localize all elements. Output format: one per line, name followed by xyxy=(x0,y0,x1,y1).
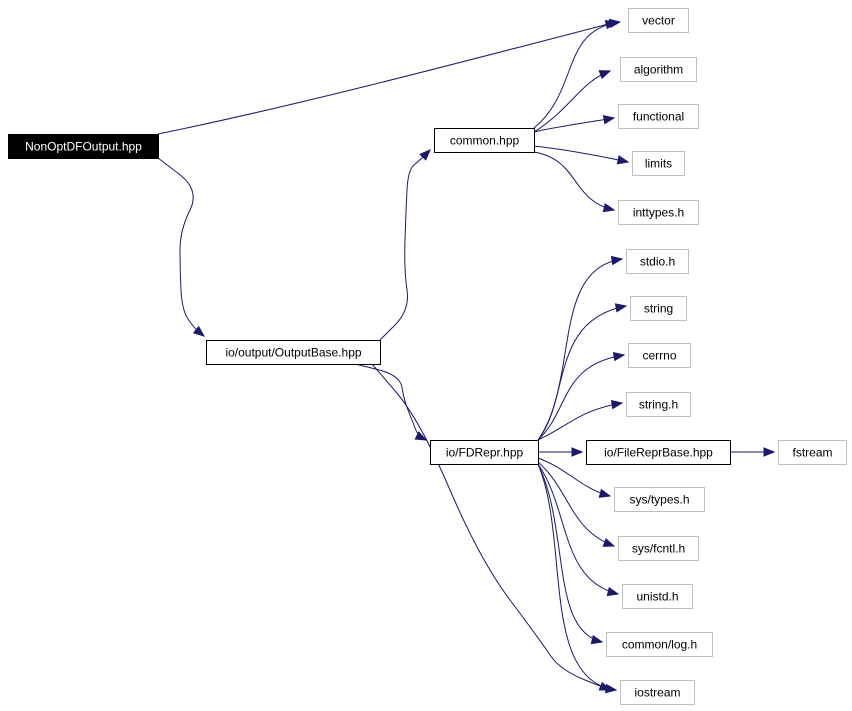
node-algorithm: algorithm xyxy=(620,57,697,82)
edge-fdrepr-to-commonlog xyxy=(537,463,604,645)
node-box xyxy=(614,487,705,512)
edge-outputbase-to-fdrepr xyxy=(354,363,428,441)
node-label: stdio.h xyxy=(640,255,675,269)
edge-common-to-functional xyxy=(533,115,616,133)
node-label: inttypes.h xyxy=(633,206,684,220)
node-box xyxy=(206,340,381,365)
node-box xyxy=(620,680,695,705)
node-label: string xyxy=(644,302,673,316)
node-fdrepr[interactable]: io/FDRepr.hpp xyxy=(430,440,539,465)
node-vector: vector xyxy=(628,8,689,33)
node-label: vector xyxy=(642,14,675,28)
edge-fdrepr-to-iostream xyxy=(537,463,618,694)
node-label: limits xyxy=(645,157,672,171)
edge-outputbase-to-common xyxy=(379,149,431,341)
node-label: NonOptDFOutput.hpp xyxy=(25,140,142,154)
node-box xyxy=(8,134,159,159)
node-label: iostream xyxy=(634,686,680,700)
node-box xyxy=(628,8,689,33)
node-filereprbase[interactable]: io/FileReprBase.hpp xyxy=(586,440,731,465)
node-label: algorithm xyxy=(634,63,683,77)
edge-fdrepr-to-string xyxy=(537,303,628,441)
edge-filereprbase-to-fstream xyxy=(730,447,776,457)
node-limits: limits xyxy=(632,151,685,176)
node-label: io/output/OutputBase.hpp xyxy=(225,346,361,360)
node-label: sys/fcntl.h xyxy=(632,542,685,556)
node-fstream: fstream xyxy=(778,440,847,465)
node-box xyxy=(430,440,539,465)
node-stdio: stdio.h xyxy=(626,249,689,274)
node-box xyxy=(434,128,535,153)
node-commonlog: common/log.h xyxy=(606,632,713,657)
node-box xyxy=(620,57,697,82)
node-label: fstream xyxy=(792,446,832,460)
node-label: functional xyxy=(633,110,684,124)
edge-fdrepr-to-stringh xyxy=(537,400,624,441)
edge-common-to-vector xyxy=(533,18,622,129)
node-functional: functional xyxy=(618,104,699,129)
node-box xyxy=(618,200,699,225)
node-label: unistd.h xyxy=(636,590,678,604)
node-label: io/FDRepr.hpp xyxy=(446,446,524,460)
node-iostream: iostream xyxy=(620,680,695,705)
edge-fdrepr-to-stdio xyxy=(537,255,624,441)
edge-fdrepr-to-cerrno xyxy=(537,351,626,441)
node-box xyxy=(630,296,687,321)
node-box xyxy=(618,536,699,561)
edge-common-to-algorithm xyxy=(533,70,612,133)
edge-nonoptdfoutput-to-vector xyxy=(157,20,618,135)
node-sysfcntl: sys/fcntl.h xyxy=(618,536,699,561)
node-box xyxy=(606,632,713,657)
edge-nonoptdfoutput-to-outputbase xyxy=(157,157,206,337)
node-box xyxy=(586,440,731,465)
edge-fdrepr-to-sysfcntl xyxy=(537,461,616,547)
node-label: common.hpp xyxy=(450,134,520,148)
node-box xyxy=(622,584,693,609)
node-box xyxy=(626,392,691,417)
node-systypes: sys/types.h xyxy=(614,487,705,512)
node-label: io/FileReprBase.hpp xyxy=(604,446,713,460)
nodes-layer: NonOptDFOutput.hpp io/output/OutputBase.h… xyxy=(8,8,847,705)
node-box xyxy=(628,343,691,368)
edge-fdrepr-to-filereprbase xyxy=(538,447,584,457)
node-label: string.h xyxy=(639,398,678,412)
node-box xyxy=(618,104,699,129)
edges-layer xyxy=(157,18,776,694)
node-string: string xyxy=(630,296,687,321)
node-box xyxy=(778,440,847,465)
node-label: common/log.h xyxy=(622,638,697,652)
edge-fdrepr-to-systypes xyxy=(537,457,612,498)
node-outputbase[interactable]: io/output/OutputBase.hpp xyxy=(206,340,381,365)
node-cerrno: cerrno xyxy=(628,343,691,368)
edge-common-to-limits xyxy=(533,145,630,165)
edge-outputbase-to-iostream xyxy=(371,363,612,691)
node-common[interactable]: common.hpp xyxy=(434,128,535,153)
node-inttypes: inttypes.h xyxy=(618,200,699,225)
node-stringh: string.h xyxy=(626,392,691,417)
node-unistd: unistd.h xyxy=(622,584,693,609)
edge-common-to-inttypes xyxy=(533,151,616,213)
node-box xyxy=(632,151,685,176)
edge-fdrepr-to-unistd xyxy=(537,463,620,597)
node-label: cerrno xyxy=(642,349,676,363)
node-box xyxy=(626,249,689,274)
node-nonoptdfoutput[interactable]: NonOptDFOutput.hpp xyxy=(8,134,159,159)
node-label: sys/types.h xyxy=(629,493,689,507)
